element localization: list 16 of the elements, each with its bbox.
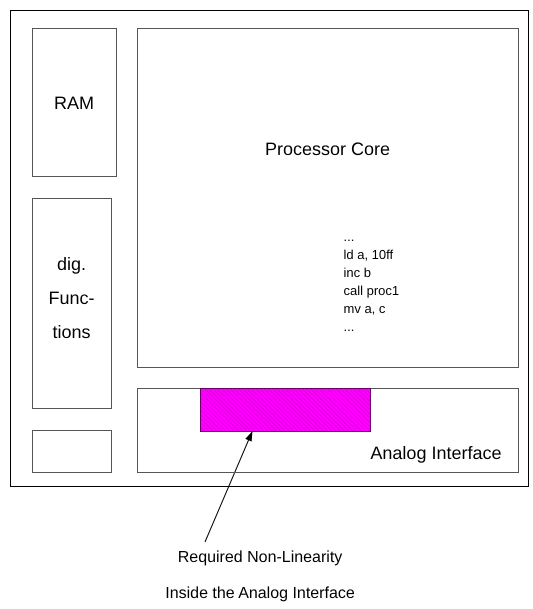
code-line: ld a, 10ff xyxy=(344,246,394,262)
processor-block xyxy=(136,28,518,368)
shaded-region xyxy=(200,388,370,432)
code-line: inc b xyxy=(344,264,371,280)
empty-block xyxy=(32,430,112,472)
leader-arrow xyxy=(204,431,252,542)
logic-block: dig. Func-tions xyxy=(32,198,112,408)
code-line: ... xyxy=(344,228,354,244)
code-line: mv a, c xyxy=(344,300,386,316)
code-line: call proc1 xyxy=(344,282,400,298)
block-title: Processor Core xyxy=(264,138,392,160)
chip-outline xyxy=(10,10,529,487)
interface-block: Analog Interface xyxy=(136,388,518,472)
memory-block: RAM xyxy=(32,28,116,176)
annotation-text: Required Non-Linearity Inside the Analog Interface xyxy=(60,540,460,605)
code-line: ... xyxy=(344,318,354,334)
